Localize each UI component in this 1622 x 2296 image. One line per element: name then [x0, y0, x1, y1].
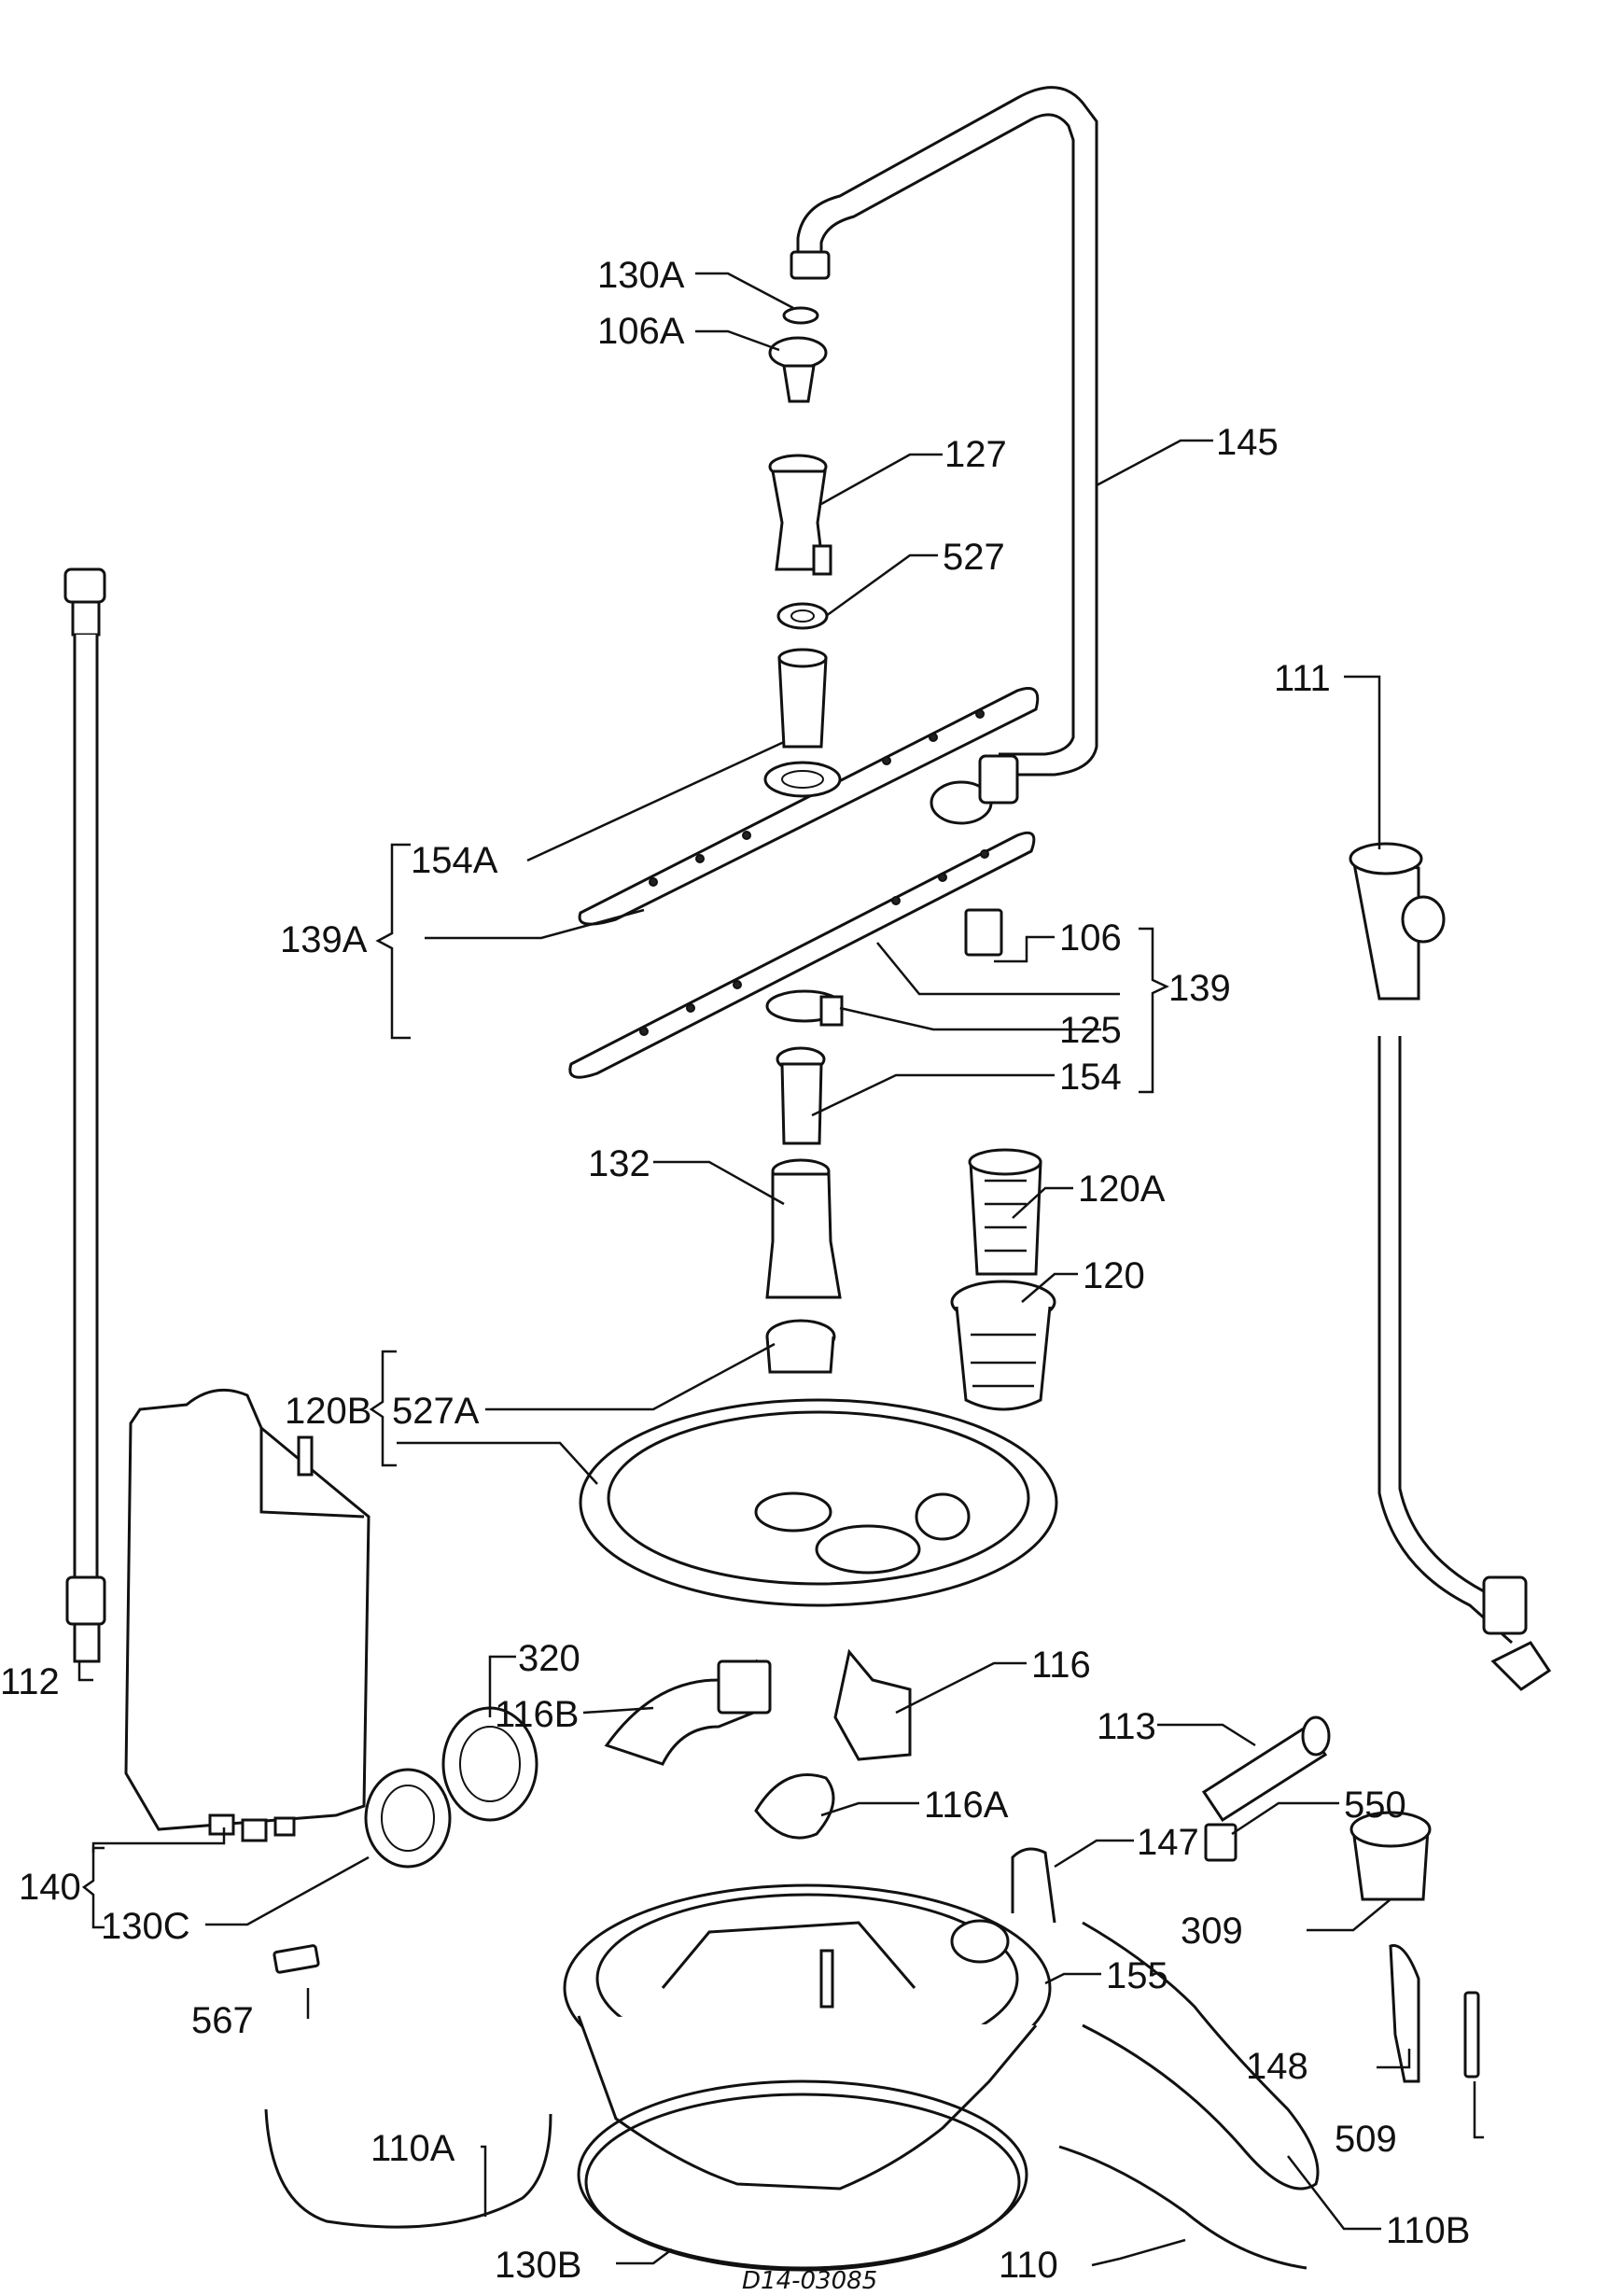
- seal-ring-130B: [577, 2079, 1028, 2270]
- label-110A: 110A: [371, 2128, 455, 2169]
- hose-110: [1058, 2145, 1307, 2270]
- valve-116: [833, 1648, 912, 1761]
- label-139A: 139A: [280, 919, 368, 960]
- label-320: 320: [518, 1638, 580, 1679]
- coupling-127: [768, 454, 832, 576]
- label-106: 106: [1059, 917, 1122, 959]
- label-139: 139: [1168, 968, 1231, 1009]
- label-130A: 130A: [597, 255, 685, 296]
- clip-148: [1389, 1943, 1420, 2083]
- hub-154: [776, 1046, 826, 1145]
- label-527A: 527A: [392, 1391, 480, 1432]
- label-130C: 130C: [101, 1906, 190, 1947]
- tube-132: [765, 1158, 842, 1299]
- o-ring-130A: [782, 306, 819, 325]
- pin-509: [1463, 1991, 1480, 2079]
- nut-527A: [765, 1319, 836, 1374]
- seal-ring-130B-inner: [584, 2093, 1021, 2272]
- callout-labels: 130A 106A 127 145 527 111 154A 139A 106 …: [0, 255, 1470, 2295]
- hose-110B: [1082, 1921, 1320, 2191]
- label-309: 309: [1181, 1911, 1243, 1952]
- clip-147: [1011, 1847, 1056, 1924]
- filter-120: [950, 1280, 1056, 1411]
- label-145: 145: [1216, 422, 1279, 463]
- label-120A: 120A: [1078, 1169, 1166, 1210]
- softener-140: [124, 1388, 371, 1842]
- label-116B: 116B: [495, 1694, 579, 1735]
- nut-527: [776, 602, 829, 630]
- label-120B: 120B: [285, 1391, 371, 1432]
- clip-106: [964, 908, 1003, 957]
- label-527: 527: [943, 537, 1005, 578]
- label-154A: 154A: [411, 840, 498, 881]
- inlet-hose-112: [63, 567, 106, 1663]
- label-127: 127: [944, 434, 1007, 475]
- label-116: 116: [1031, 1645, 1091, 1686]
- label-116A: 116A: [924, 1785, 1009, 1826]
- seal-130C: [364, 1768, 452, 1869]
- filter-plate-120B: [579, 1398, 1058, 1607]
- label-130B: 130B: [495, 2245, 581, 2286]
- label-120: 120: [1083, 1255, 1145, 1296]
- label-154: 154: [1059, 1057, 1122, 1098]
- sensor-309: [1349, 1811, 1432, 1901]
- label-567: 567: [191, 2000, 254, 2041]
- hose-110A: [264, 2108, 552, 2229]
- label-140: 140: [19, 1867, 81, 1908]
- label-125: 125: [1059, 1010, 1122, 1051]
- spray-arm-139: [568, 831, 1036, 1079]
- bearing-125: [765, 989, 844, 1027]
- label-113: 113: [1097, 1706, 1156, 1747]
- filter-120A: [968, 1148, 1042, 1276]
- block-550: [1204, 1823, 1237, 1862]
- label-550: 550: [1344, 1785, 1406, 1826]
- spray-arm-154A: [578, 648, 1040, 926]
- feed-pipe-145: [790, 86, 1098, 825]
- leader-lines: [77, 272, 1484, 2267]
- label-110B: 110B: [1386, 2210, 1470, 2251]
- cap-320: [441, 1706, 538, 1822]
- label-148: 148: [1246, 2046, 1308, 2087]
- label-155: 155: [1106, 1955, 1168, 1996]
- label-110: 110: [999, 2245, 1058, 2286]
- label-106A: 106A: [597, 311, 685, 352]
- label-509: 509: [1335, 2119, 1397, 2160]
- funnel-116B: [604, 1659, 772, 1766]
- label-132: 132: [588, 1143, 650, 1184]
- drain-hose-111: [1349, 842, 1552, 1691]
- nut-106A: [768, 336, 828, 403]
- bracket-567: [273, 1944, 320, 1974]
- sump-155: [563, 1883, 1052, 2191]
- label-111: 111: [1274, 658, 1331, 699]
- heater-113: [1201, 1715, 1331, 1823]
- footer-code: D14-03085: [742, 2267, 877, 2295]
- label-112: 112: [0, 1661, 60, 1702]
- label-147: 147: [1137, 1822, 1199, 1863]
- flap-116A: [754, 1773, 835, 1840]
